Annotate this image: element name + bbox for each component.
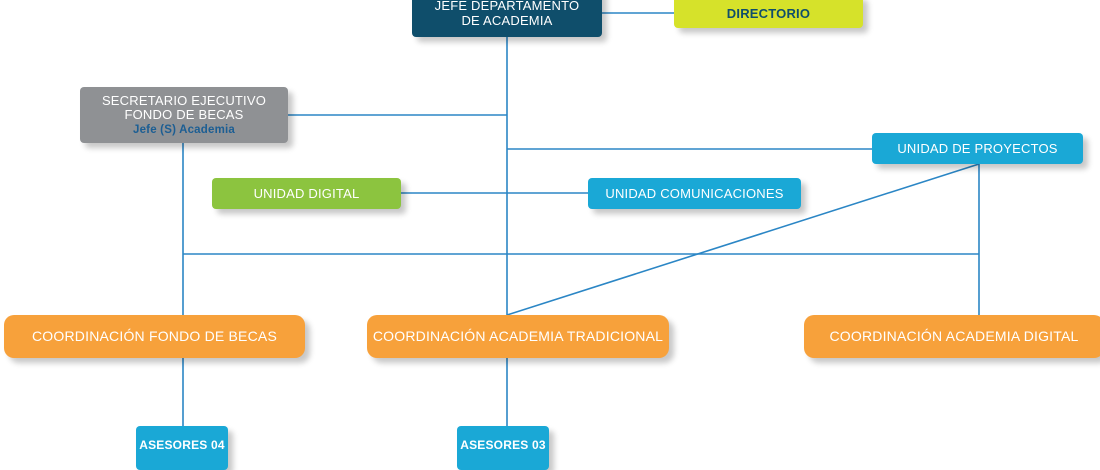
node-directorio-label: DIRECTORIO [726, 5, 811, 21]
node-coordinacion-fondo-becas: COORDINACIÓN FONDO DE BECAS [4, 315, 305, 358]
node-asesores-04-label: ASESORES 04 [139, 438, 225, 452]
node-jefe-line1: JEFE DEPARTAMENTO [434, 0, 580, 13]
node-secretario-line2: FONDO DE BECAS [124, 106, 244, 122]
node-secretario-ejecutivo: SECRETARIO EJECUTIVO FONDO DE BECAS Jefe… [80, 87, 288, 143]
connector-diagonal [506, 163, 980, 316]
node-jefe-line2: DE ACADEMIA [461, 13, 553, 29]
node-directorio: DIRECTORIO [674, 0, 863, 28]
node-coord-digital-label: COORDINACIÓN ACADEMIA DIGITAL [829, 328, 1079, 345]
node-unidad-comunicaciones-label: UNIDAD COMUNICACIONES [605, 185, 784, 201]
node-coord-tradicional-label: COORDINACIÓN ACADEMIA TRADICIONAL [372, 328, 664, 345]
node-unidad-digital-label: UNIDAD DIGITAL [253, 185, 360, 201]
node-asesores-03-label: ASESORES 03 [460, 438, 546, 452]
node-unidad-proyectos-label: UNIDAD DE PROYECTOS [897, 140, 1058, 156]
node-secretario-subtitle: Jefe (S) Academia [132, 123, 236, 136]
node-jefe-departamento: JEFE DEPARTAMENTO DE ACADEMIA [412, 0, 602, 37]
node-asesores-03: ASESORES 03 [457, 426, 549, 470]
node-coordinacion-academia-tradicional: COORDINACIÓN ACADEMIA TRADICIONAL [367, 315, 669, 358]
node-coordinacion-academia-digital: COORDINACIÓN ACADEMIA DIGITAL [804, 315, 1100, 358]
node-asesores-04: ASESORES 04 [136, 426, 228, 470]
node-unidad-comunicaciones: UNIDAD COMUNICACIONES [588, 178, 801, 209]
connector-lines [182, 12, 980, 426]
node-unidad-digital: UNIDAD DIGITAL [212, 178, 401, 209]
node-coord-fondo-label: COORDINACIÓN FONDO DE BECAS [32, 328, 277, 345]
node-unidad-proyectos: UNIDAD DE PROYECTOS [872, 133, 1083, 164]
node-secretario-line1: SECRETARIO EJECUTIVO [101, 93, 267, 109]
